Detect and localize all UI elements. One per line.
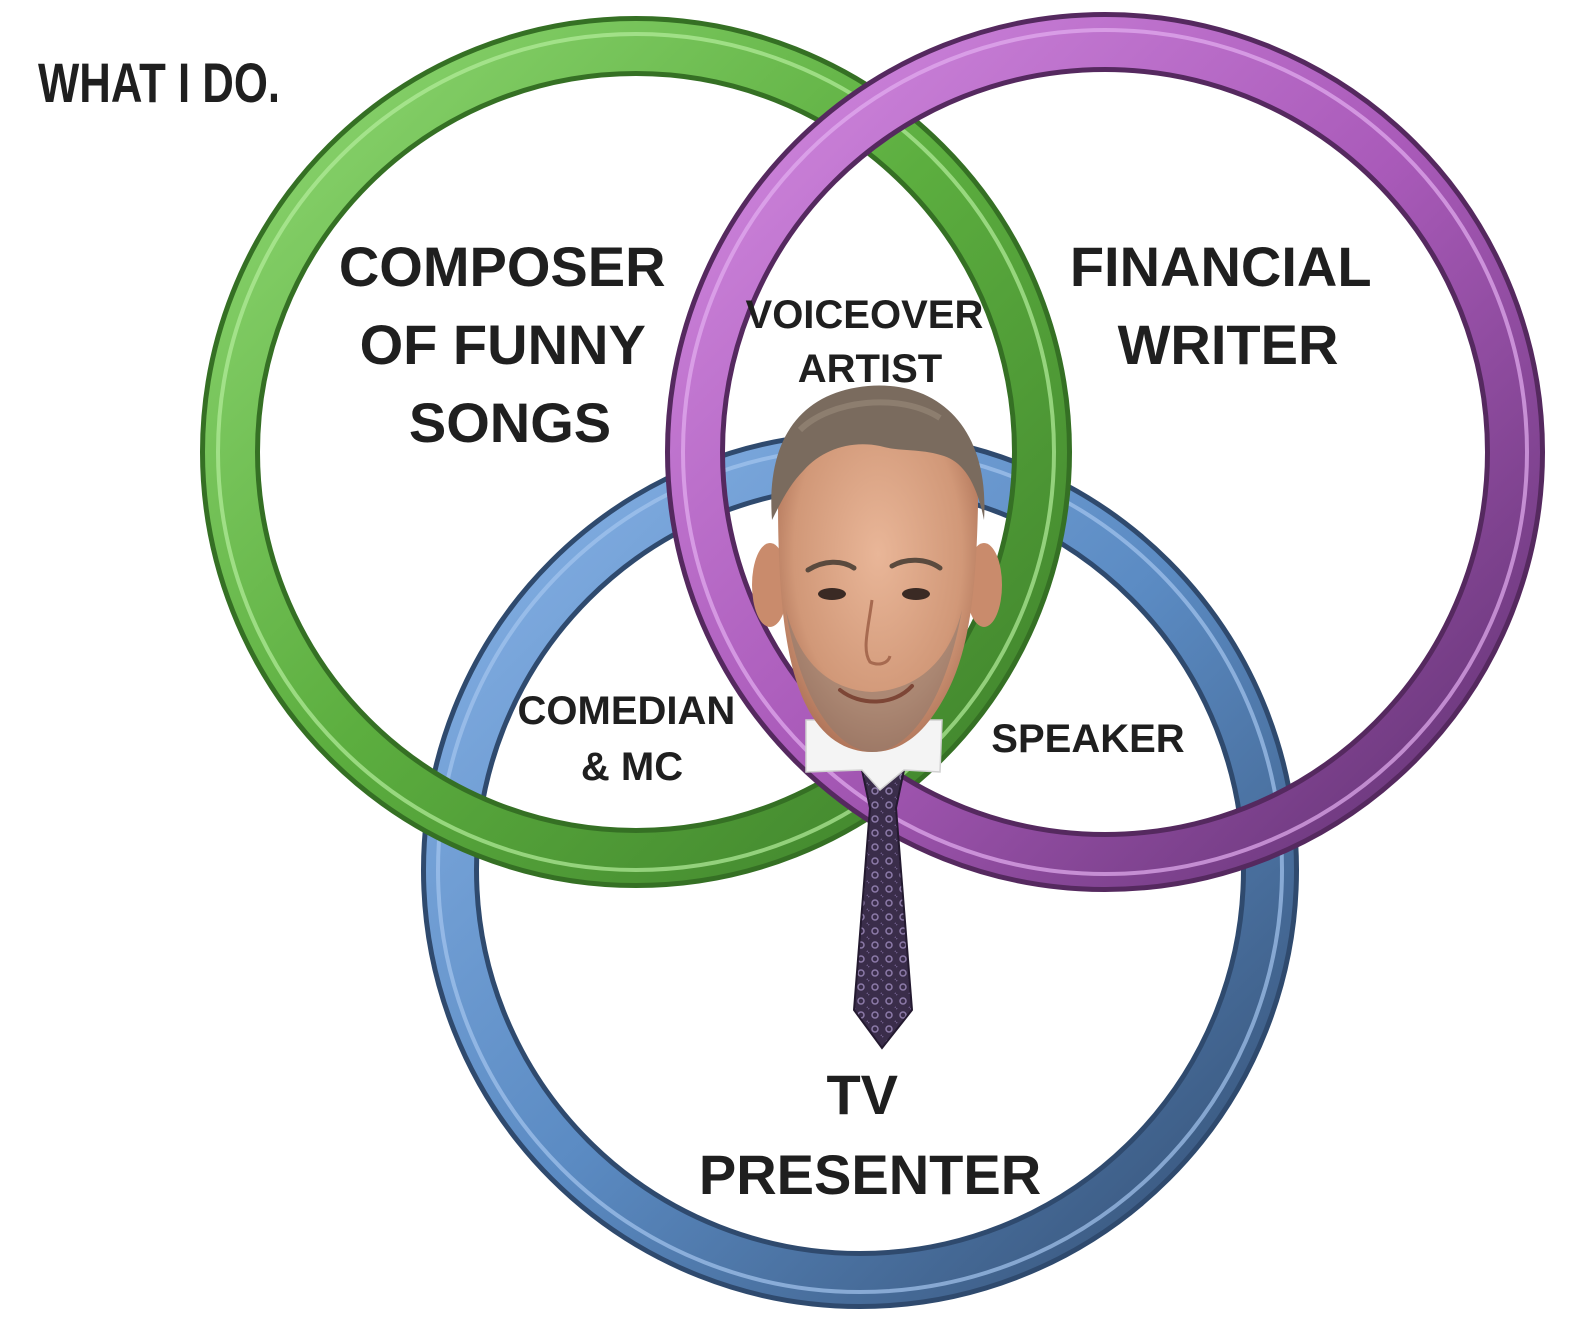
diagram-title: WHAT I DO. bbox=[38, 51, 280, 114]
speaker-label: SPEAKER bbox=[991, 717, 1184, 761]
hair-icon bbox=[771, 385, 985, 520]
composer-label: COMPOSER OF FUNNY SONGS bbox=[339, 235, 681, 454]
face-icon bbox=[778, 392, 979, 752]
voiceover-artist-label: VOICEOVER ARTIST bbox=[746, 293, 995, 391]
tv-presenter-label: TV PRESENTER bbox=[699, 1063, 1041, 1206]
financial-writer-ring bbox=[665, 12, 1545, 892]
comedian-mc-label: COMEDIAN & MC bbox=[518, 689, 747, 789]
financial-writer-label: FINANCIAL WRITER bbox=[1070, 235, 1386, 376]
tie-icon bbox=[852, 769, 914, 1050]
composer-ring bbox=[200, 16, 1072, 888]
person-portrait-icon bbox=[752, 385, 1002, 1050]
